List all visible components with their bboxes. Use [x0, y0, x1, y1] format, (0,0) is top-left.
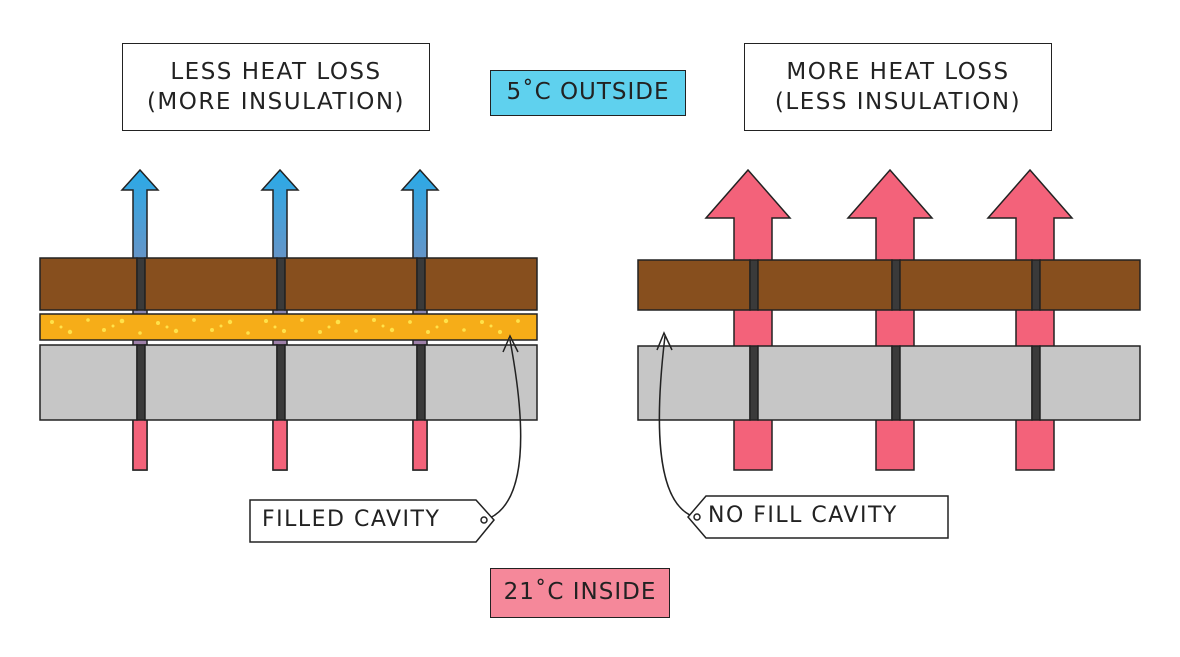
- inner-block-layer: [39, 344, 538, 421]
- outer-brick-layer: [39, 257, 538, 311]
- outside-temperature-label: 5˚C OUTSIDE: [490, 70, 686, 116]
- inside-temp-bg: [490, 568, 670, 618]
- more-heat-loss-title: MORE HEAT LOSS: [786, 59, 1010, 85]
- no-fill-cavity-label: NO FILL CAVITY: [708, 503, 898, 528]
- less-insulation-subtitle: (LESS INSULATION): [774, 89, 1022, 115]
- less-heat-loss-title: LESS HEAT LOSS: [170, 59, 382, 85]
- inside-temperature-label: 21˚C INSIDE: [490, 568, 670, 618]
- insulation-layer: [39, 313, 538, 341]
- right-wall: [637, 168, 1141, 517]
- large-heat-arrow-icon: [704, 168, 792, 471]
- less-heat-loss-label: LESS HEAT LOSS (MORE INSULATION): [122, 43, 430, 131]
- more-heat-loss-label: MORE HEAT LOSS (LESS INSULATION): [744, 43, 1052, 131]
- left-wall: [39, 168, 538, 521]
- inner-block-layer: [637, 345, 1141, 421]
- filled-cavity-label: FILLED CAVITY: [262, 507, 441, 532]
- large-heat-arrow-icon: [986, 168, 1074, 471]
- large-heat-arrow-icon: [846, 168, 934, 471]
- filled-cavity-tag: [249, 499, 495, 543]
- outer-brick-layer: [637, 259, 1141, 311]
- more-insulation-subtitle: (MORE INSULATION): [146, 89, 406, 115]
- no-fill-cavity-tag: [687, 495, 949, 539]
- outside-temp-bg: [490, 70, 686, 116]
